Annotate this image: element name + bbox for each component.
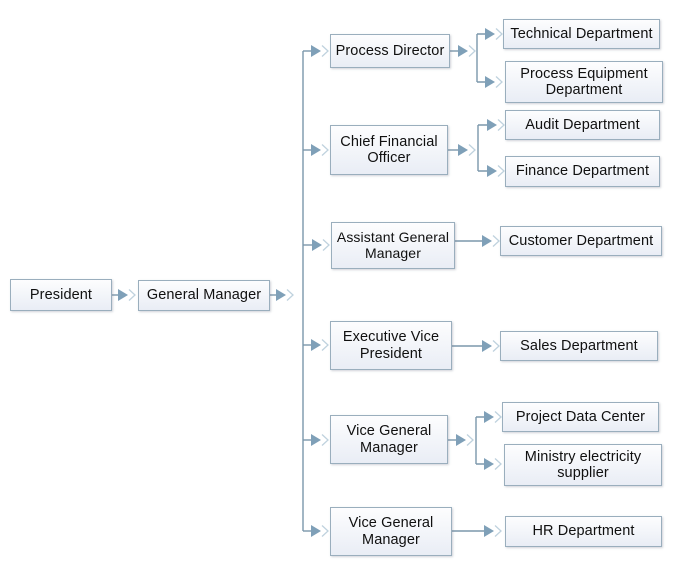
node-ministry-electricity-supplier[interactable]: Ministry electricity supplier [504, 444, 662, 486]
node-customer-department[interactable]: Customer Department [500, 226, 662, 256]
node-finance-department[interactable]: Finance Department [505, 156, 660, 187]
node-general-manager[interactable]: General Manager [138, 280, 270, 311]
node-process-equipment-department[interactable]: Process Equipment Department [505, 61, 663, 103]
node-chief-financial-officer[interactable]: Chief Financial Officer [330, 125, 448, 175]
node-sales-department[interactable]: Sales Department [500, 331, 658, 361]
split-vgm1 [475, 416, 484, 465]
node-president[interactable]: President [10, 279, 112, 311]
node-audit-department[interactable]: Audit Department [505, 110, 660, 140]
split-cfo [477, 124, 487, 172]
node-vice-general-manager-1[interactable]: Vice General Manager [330, 415, 448, 464]
node-executive-vice-president[interactable]: Executive Vice President [330, 321, 452, 370]
node-vice-general-manager-2[interactable]: Vice General Manager [330, 507, 452, 556]
split-process-director [476, 33, 485, 83]
node-technical-department[interactable]: Technical Department [503, 19, 660, 49]
node-process-director[interactable]: Process Director [330, 34, 450, 68]
node-hr-department[interactable]: HR Department [505, 516, 662, 547]
node-project-data-center[interactable]: Project Data Center [502, 402, 659, 432]
node-assistant-general-manager[interactable]: Assistant General Manager [331, 222, 455, 269]
